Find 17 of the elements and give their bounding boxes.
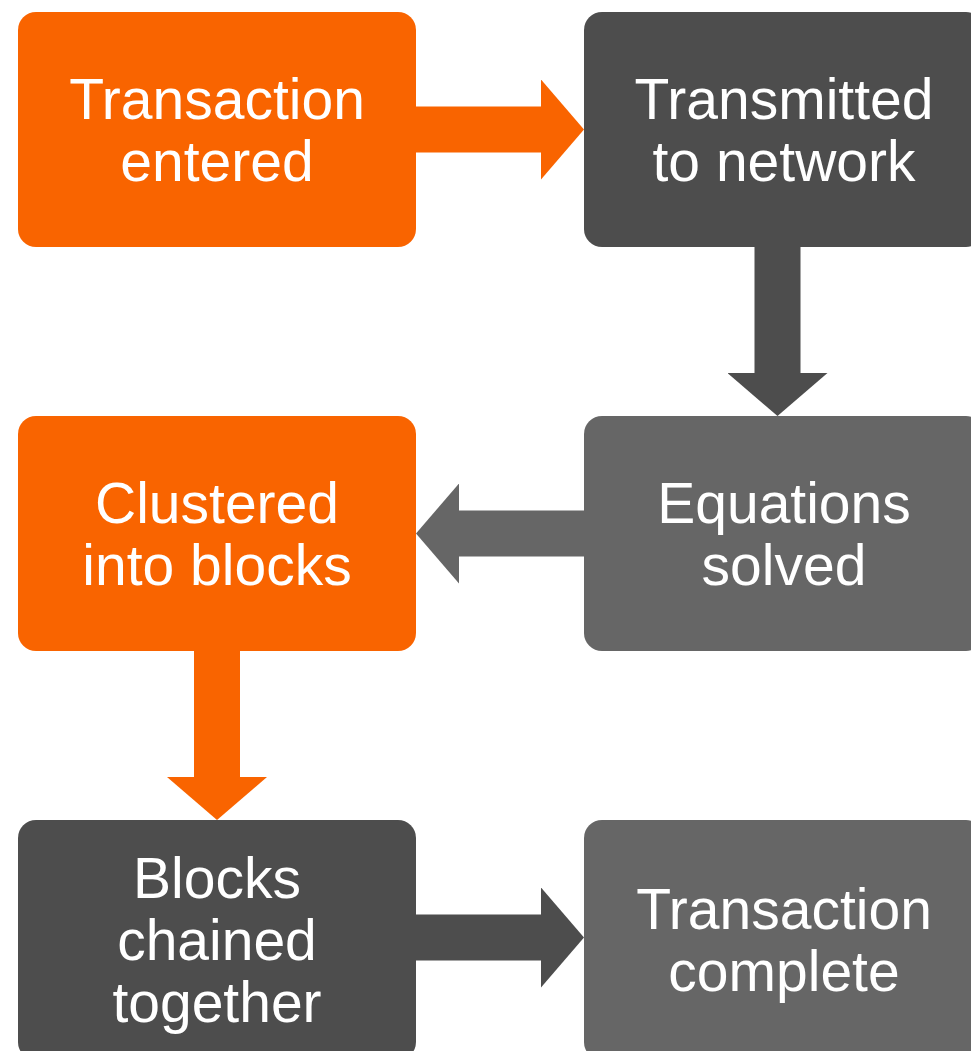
block-arrow (416, 483, 584, 584)
block-arrow (416, 887, 584, 988)
box-label: Blocks chained together (111, 847, 323, 1033)
block-arrow (167, 651, 267, 820)
process-box (18, 12, 416, 247)
box-label: Clustered into blocks (81, 471, 353, 596)
box-label: Equations solved (656, 471, 912, 596)
block-arrow (416, 79, 584, 180)
box-label: Transaction complete (635, 878, 933, 1002)
box-label: Transaction entered (68, 67, 366, 192)
process-box (584, 12, 971, 247)
process-box (584, 820, 971, 1051)
process-box (18, 820, 416, 1051)
box-label: Transmitted to network (633, 67, 935, 192)
block-arrow (727, 247, 828, 416)
process-box (584, 416, 971, 651)
process-box (18, 416, 416, 651)
